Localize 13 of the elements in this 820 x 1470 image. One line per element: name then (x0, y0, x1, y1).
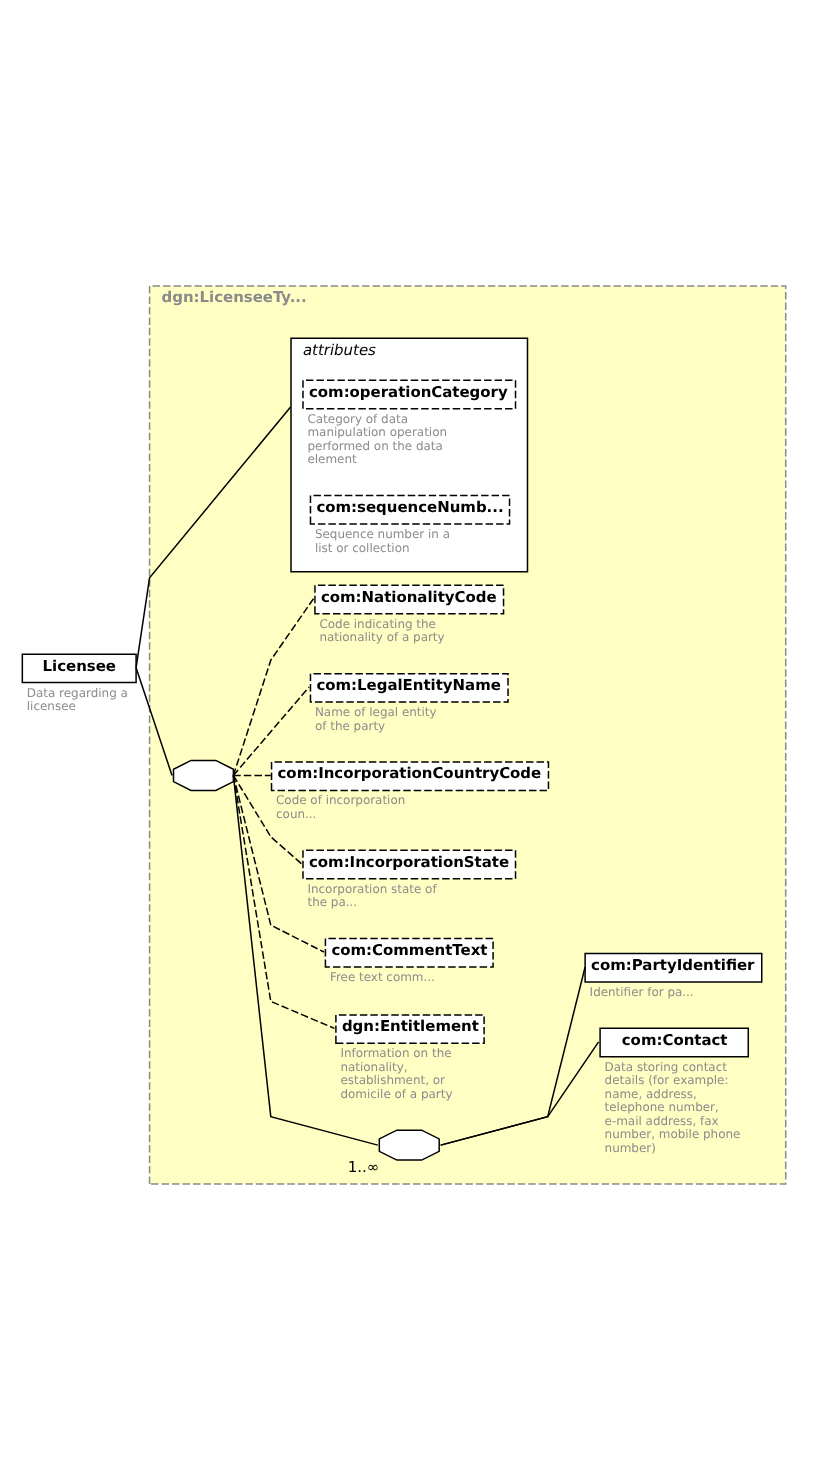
node-octagon (172, 759, 235, 792)
connector (232, 774, 379, 1146)
connector (135, 666, 173, 777)
connector (232, 774, 272, 777)
connector (232, 774, 325, 953)
connector (232, 598, 315, 777)
connector (439, 1041, 600, 1146)
connector (232, 774, 303, 865)
node-octagon (378, 1129, 440, 1161)
node-label: 1..∞ (347, 1158, 380, 1177)
connector (232, 686, 310, 777)
connector (232, 774, 336, 1030)
connector (135, 405, 292, 669)
